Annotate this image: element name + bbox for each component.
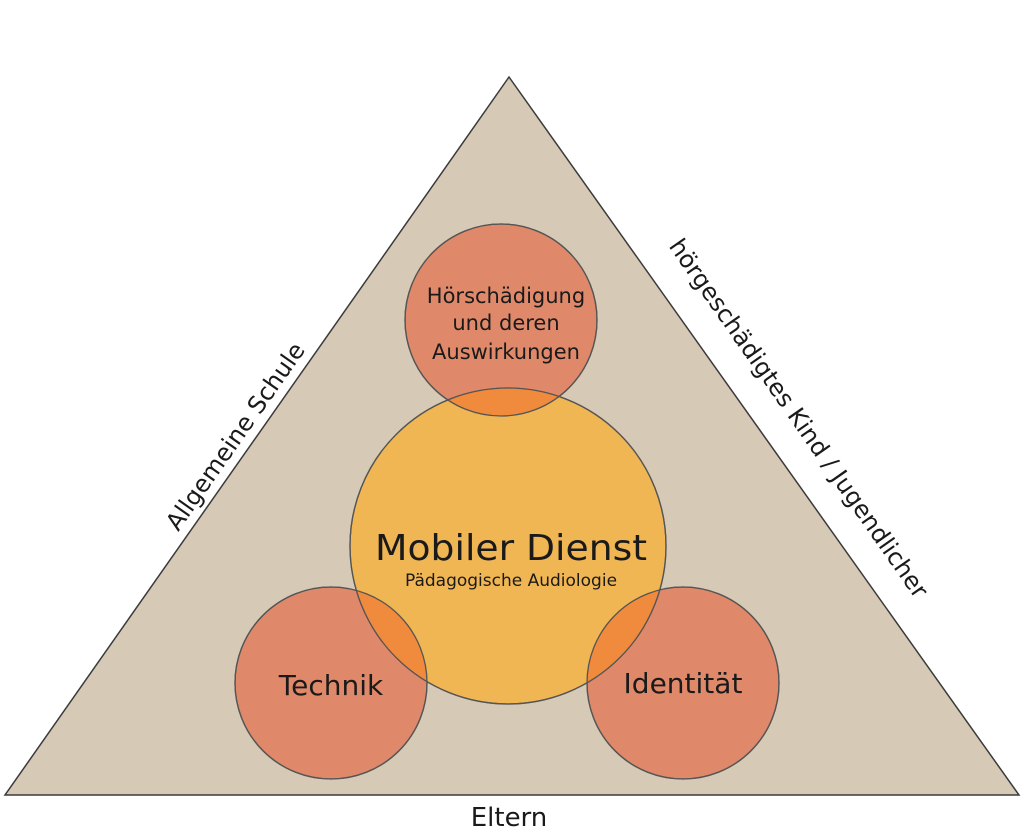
center-title: Mobiler Dienst — [375, 528, 647, 569]
center-subtitle: Pädagogische Audiologie — [405, 571, 617, 591]
outline-left — [234, 586, 428, 780]
identitaet-label: Identität — [624, 667, 743, 700]
outline-center — [349, 387, 667, 705]
edge-label-bottom: Eltern — [471, 803, 548, 833]
overlap-left — [350, 587, 427, 704]
technik-label: Technik — [278, 669, 384, 702]
overlap-right — [587, 587, 666, 704]
hoerschaedigung-line-1: Hörschädigung — [427, 284, 585, 308]
hoerschaedigung-line-2: und deren — [452, 311, 559, 335]
hoerschaedigung-line-3: Auswirkungen — [432, 340, 580, 364]
outline-top — [404, 223, 598, 417]
